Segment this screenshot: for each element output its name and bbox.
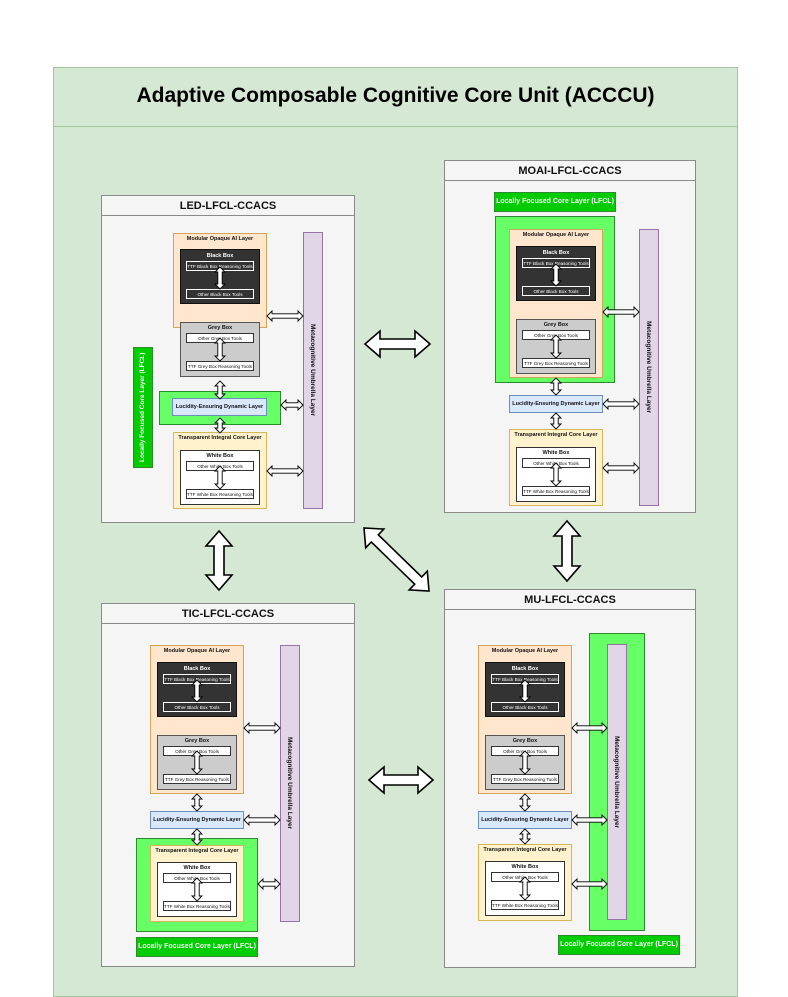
arrow-lucidity-meta bbox=[602, 397, 640, 411]
arrow-white-meta bbox=[257, 877, 281, 891]
arrow-modular-meta bbox=[266, 309, 304, 323]
transparent-core-label: Transparent Integral Core Layer bbox=[483, 847, 567, 853]
metacognitive-layer bbox=[280, 645, 300, 922]
metacognitive-label: Metacognitive Umbrella Layer bbox=[286, 737, 293, 830]
arrow-grey-lucidity bbox=[190, 793, 204, 812]
white-box-label: White Box bbox=[183, 865, 211, 871]
panel-tic-title: TIC-LFCL-CCACS bbox=[101, 603, 355, 624]
metacognitive-label: Metacognitive Umbrella Layer bbox=[645, 321, 652, 414]
grey-box-label: Grey Box bbox=[543, 322, 569, 328]
arrow-modular-meta bbox=[602, 305, 640, 319]
metacognitive-label: Metacognitive Umbrella Layer bbox=[309, 324, 316, 417]
white-box-label: White Box bbox=[206, 453, 234, 459]
lucidity-label: Lucidity-Ensuring Dynamic Layer bbox=[481, 817, 569, 823]
transparent-core-label: Transparent Integral Core Layer bbox=[155, 848, 239, 854]
arrow-led-moai bbox=[363, 329, 432, 359]
transparent-core-label: Transparent Integral Core Layer bbox=[514, 432, 598, 438]
arrow-lucidity-white bbox=[190, 828, 204, 846]
arrow-grey-internal bbox=[518, 750, 532, 775]
panel-led-title: LED-LFCL-CCACS bbox=[101, 195, 355, 216]
arrow-lucidity-white bbox=[549, 412, 563, 430]
lfcl-label: Locally Focused Core Layer (LFCL) bbox=[496, 198, 614, 205]
arrow-white-meta bbox=[266, 464, 304, 478]
arrow-grey-internal bbox=[190, 750, 204, 775]
metacognitive-layer bbox=[607, 644, 627, 920]
arrow-lucidity-white bbox=[213, 417, 227, 434]
modular-opaque-label: Modular Opaque AI Layer bbox=[163, 648, 231, 654]
arrow-white-meta bbox=[571, 877, 608, 891]
black-box-label: Black Box bbox=[542, 250, 570, 256]
lucidity-label: Lucidity-Ensuring Dynamic Layer bbox=[175, 404, 264, 410]
panel-moai-title: MOAI-LFCL-CCACS bbox=[444, 160, 696, 181]
arrow-led-tic bbox=[204, 529, 234, 592]
modular-opaque-label: Modular Opaque AI Layer bbox=[491, 648, 559, 654]
arrow-white-internal bbox=[549, 462, 563, 487]
arrow-modular-meta bbox=[571, 721, 608, 735]
arrow-white-internal bbox=[518, 876, 532, 901]
lfcl-label: Locally Focused Core Layer (LFCL) bbox=[560, 941, 678, 948]
arrow-moai-mu bbox=[552, 519, 582, 583]
lfcl-bar bbox=[494, 192, 616, 212]
arrow-tic-mu bbox=[367, 765, 435, 795]
arrow-grey-internal bbox=[213, 337, 227, 362]
lfcl-label: Locally Focused Core Layer (LFCL) bbox=[138, 943, 256, 950]
title-bar bbox=[53, 67, 738, 127]
arrow-black-internal bbox=[549, 263, 563, 287]
grey-box-label: Grey Box bbox=[207, 325, 233, 331]
lfcl-bar bbox=[133, 347, 153, 468]
lucidity-label: Lucidity-Ensuring Dynamic Layer bbox=[512, 401, 600, 407]
black-box-label: Black Box bbox=[183, 666, 211, 672]
lfcl-bar bbox=[136, 937, 258, 957]
metacognitive-label: Metacognitive Umbrella Layer bbox=[613, 735, 620, 829]
arrow-black-internal bbox=[213, 266, 227, 290]
arrow-lucidity-white bbox=[518, 828, 532, 845]
white-box-label: White Box bbox=[542, 450, 570, 456]
arrow-grey-lucidity bbox=[213, 380, 227, 400]
arrow-white-internal bbox=[190, 877, 204, 902]
arrow-lucidity-meta bbox=[280, 398, 304, 412]
arrow-white-meta bbox=[602, 461, 640, 475]
arrow-led-mu bbox=[363, 527, 430, 592]
transparent-core-label: Transparent Integral Core Layer bbox=[178, 435, 262, 441]
arrow-white-internal bbox=[213, 465, 227, 490]
black-box-label: Black Box bbox=[206, 253, 234, 259]
metacognitive-layer bbox=[639, 229, 659, 506]
modular-opaque-label: Modular Opaque AI Layer bbox=[522, 232, 590, 238]
panel-mu-title: MU-LFCL-CCACS bbox=[444, 589, 696, 610]
arrow-black-internal bbox=[190, 679, 204, 703]
grey-box-label: Grey Box bbox=[184, 738, 210, 744]
arrow-lucidity-meta bbox=[571, 813, 608, 827]
arrow-modular-meta bbox=[243, 721, 281, 735]
white-box-label: White Box bbox=[511, 864, 539, 870]
arrow-grey-lucidity bbox=[549, 377, 563, 396]
lfcl-bar bbox=[558, 935, 680, 955]
arrow-grey-lucidity bbox=[518, 793, 532, 812]
metacognitive-layer bbox=[303, 232, 323, 509]
grey-box-label: Grey Box bbox=[512, 738, 538, 744]
page-title: Adaptive Composable Cognitive Core Unit … bbox=[136, 84, 655, 107]
arrow-grey-internal bbox=[549, 334, 563, 359]
modular-opaque-label: Modular Opaque AI Layer bbox=[186, 236, 254, 242]
arrow-lucidity-meta bbox=[243, 813, 281, 827]
arrow-black-internal bbox=[518, 679, 532, 703]
black-box-label: Black Box bbox=[511, 666, 539, 672]
lucidity-label: Lucidity-Ensuring Dynamic Layer bbox=[153, 817, 241, 823]
